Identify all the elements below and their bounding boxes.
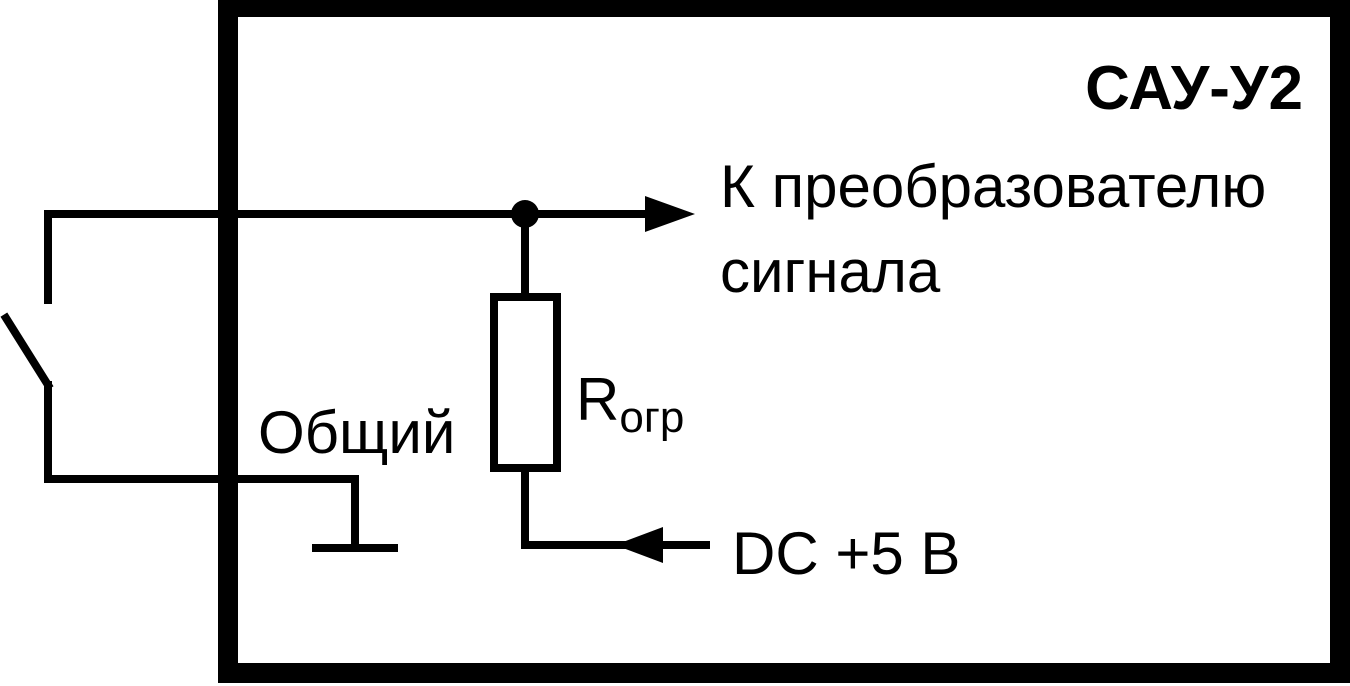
device-enclosure — [218, 0, 1350, 683]
common-wire — [44, 475, 359, 552]
power-arrow — [615, 527, 663, 563]
signal-output-label-line2: сигнала — [720, 238, 941, 305]
signal-arrow — [645, 196, 695, 232]
power-line — [521, 527, 710, 563]
resistor-body — [490, 293, 561, 472]
power-supply-label: DC +5 В — [732, 520, 960, 587]
device-name: САУ-У2 — [1085, 54, 1303, 123]
resistor-label: Rогр — [576, 366, 684, 442]
common-label: Общий — [258, 399, 455, 466]
common-line — [44, 475, 398, 552]
switch-blade — [0, 312, 54, 391]
external-switch — [0, 210, 54, 483]
signal-line — [44, 196, 695, 232]
limiting-resistor — [490, 210, 561, 549]
resistor-subscript: огр — [619, 393, 684, 442]
resistor-symbol: R — [576, 366, 619, 433]
signal-output-label-line1: К преобразователю — [720, 153, 1266, 220]
